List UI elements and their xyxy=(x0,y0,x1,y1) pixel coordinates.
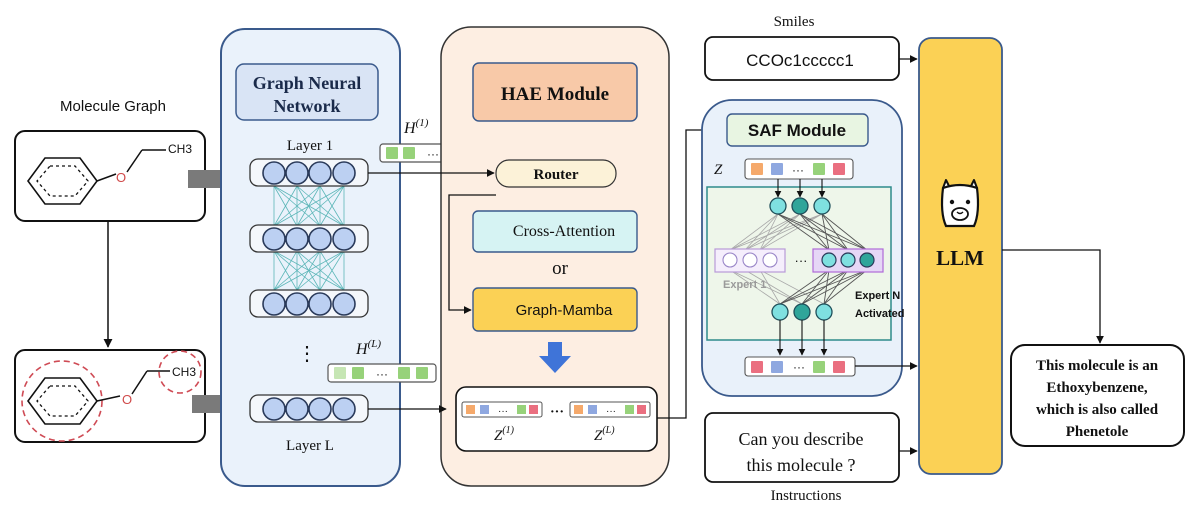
saf-fan-bottom xyxy=(729,269,825,305)
or-label: or xyxy=(552,258,569,279)
svg-text:···: ··· xyxy=(376,367,388,381)
gnn-layer-L xyxy=(249,394,369,423)
z-ellipsis: ··· xyxy=(550,405,564,420)
expert-N-label-line1: Expert N xyxy=(855,290,900,302)
svg-text:···: ··· xyxy=(606,406,616,417)
zL-token-strip: ··· xyxy=(569,401,651,418)
output-line4: Phenetole xyxy=(1066,424,1129,440)
router-to-branch-arrow xyxy=(448,194,496,314)
smiles-value: CCOc1ccccc1 xyxy=(746,51,854,70)
hae-title: HAE Module xyxy=(501,84,609,105)
saf-title: SAF Module xyxy=(748,121,846,140)
llm-to-output-arrow xyxy=(1002,249,1104,344)
zL-label: Z(L) xyxy=(594,425,615,444)
saf-z-token-strip: ··· xyxy=(744,158,854,180)
ch3-label-top: CH3 xyxy=(168,142,192,156)
hL-token-strip: ··· xyxy=(327,363,437,383)
output-box xyxy=(1010,344,1185,447)
svg-text:···: ··· xyxy=(793,360,805,374)
saf-title-box xyxy=(726,113,869,147)
graph-mamba-label: Graph-Mamba xyxy=(516,302,613,319)
output-line2: Ethoxybenzene, xyxy=(1046,380,1148,396)
saf-output-token-strip: ··· xyxy=(744,356,856,377)
saf-top-nodes xyxy=(769,197,831,215)
z1-token-strip: ··· xyxy=(461,401,543,418)
oxygen-atom-top: O xyxy=(116,170,126,185)
h1-label: H(1) xyxy=(403,117,429,137)
down-arrow-icon xyxy=(539,342,571,373)
svg-text:···: ··· xyxy=(427,147,439,161)
output-line1: This molecule is an xyxy=(1036,358,1159,374)
molecule-graph-bottom: O CH3 xyxy=(14,349,206,443)
saf-input-arrows xyxy=(774,179,826,198)
saf-fan-bottom-active xyxy=(779,269,868,305)
gnn-title-box xyxy=(235,63,379,121)
hL-label: H(L) xyxy=(355,338,381,358)
gnn-connections-1-2 xyxy=(273,185,345,227)
saf-fan-top-active xyxy=(777,213,868,251)
output-line3: which is also called xyxy=(1036,402,1159,418)
hae-panel xyxy=(440,26,670,487)
molecule-graph-top: O CH3 xyxy=(14,130,206,222)
svg-text:···: ··· xyxy=(498,406,508,417)
ch3-label-bottom: CH3 xyxy=(172,365,196,379)
gnn-layer-1 xyxy=(249,158,369,187)
llm-label: LLM xyxy=(936,246,984,270)
hae-title-box xyxy=(472,62,638,122)
expert-1-box xyxy=(714,248,786,273)
gnn-layer-3 xyxy=(249,289,369,318)
instructions-line1: Can you describe xyxy=(739,429,864,449)
cross-attention-label: Cross-Attention xyxy=(513,223,615,240)
saf-z-label: Z xyxy=(714,162,723,178)
gnn-title-line2: Network xyxy=(274,96,341,116)
layerL-label: Layer L xyxy=(286,438,334,454)
instructions-line2: this molecule ? xyxy=(747,455,856,475)
gnn-title-line1: Graph Neural xyxy=(253,73,362,93)
instructions-box xyxy=(704,412,900,483)
expert-1-label: Expert 1 xyxy=(723,279,766,291)
gnn-connections-2-3 xyxy=(273,250,345,291)
z1-label: Z(1) xyxy=(494,425,515,444)
svg-text:···: ··· xyxy=(792,163,804,177)
graph-mamba-box xyxy=(472,287,638,332)
llama-icon xyxy=(940,179,980,228)
cross-attention-box xyxy=(472,210,638,253)
saf-bottom-nodes xyxy=(771,303,833,321)
layer1-label: Layer 1 xyxy=(287,138,333,154)
molecule-graph-label: Molecule Graph xyxy=(60,98,166,115)
gnn-layer-2 xyxy=(249,224,369,253)
llm-box xyxy=(918,37,1003,475)
experts-ellipsis: ··· xyxy=(795,253,808,268)
oxygen-atom-bottom: O xyxy=(122,392,132,407)
smiles-label: Smiles xyxy=(774,14,815,30)
saf-output-arrows xyxy=(776,320,828,356)
expert-N-box xyxy=(812,248,884,273)
expert-N-label-line2: Activated xyxy=(855,308,905,320)
gnn-vertical-ellipsis: ⋮ xyxy=(297,343,317,365)
router-box xyxy=(495,159,617,188)
router-label: Router xyxy=(534,167,579,183)
instructions-label: Instructions xyxy=(771,488,842,504)
